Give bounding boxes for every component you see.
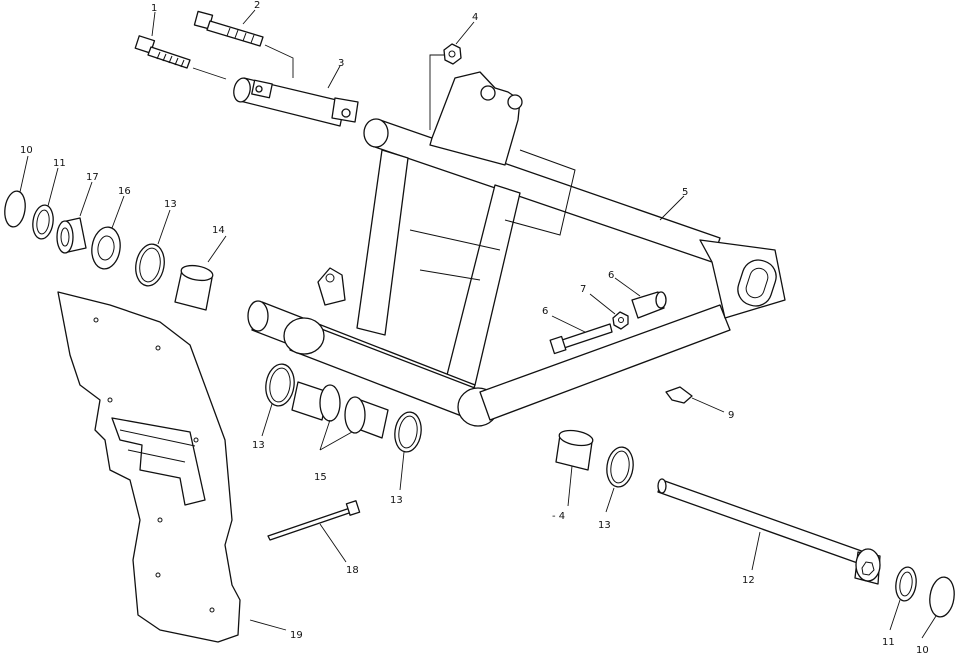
callout-2: 2 [254, 0, 260, 11]
callout-14-left: 14 [212, 225, 225, 236]
part-11-ring-left [32, 167, 59, 240]
callout-6-lower: 6 [542, 306, 548, 317]
part-7-nut [589, 293, 629, 330]
part-9-clip [665, 386, 725, 413]
callout-7: 7 [580, 284, 586, 295]
callout-10-left: 10 [20, 145, 33, 156]
part-2-bolt [193, 9, 294, 78]
callout-13-right: 13 [598, 520, 611, 531]
part-19-mud-flap [57, 291, 287, 643]
part-11-ring-right [889, 566, 917, 631]
part-14-bushing-right [555, 429, 594, 507]
callout-9: 9 [728, 410, 734, 421]
part-14-bushing-left [174, 235, 227, 311]
part-8-bolt [549, 315, 613, 355]
callout-13-upper-left: 13 [164, 199, 177, 210]
callout-16: 16 [118, 186, 131, 197]
part-16-washer [91, 195, 125, 270]
callout-13-center-right: 13 [390, 495, 403, 506]
part-4-nut [429, 21, 475, 130]
callout-14-right: - 4 [552, 511, 565, 522]
callout-13-center-left: 13 [252, 440, 265, 451]
callout-19: 19 [290, 630, 303, 641]
part-3-shock [233, 65, 359, 127]
part-13-ring-upper-left [135, 209, 171, 287]
callout-15: 15 [314, 472, 327, 483]
callout-3: 3 [338, 58, 344, 69]
part-13-ring-right [605, 446, 634, 513]
callout-12: 12 [742, 575, 755, 586]
part-12-axle [657, 478, 881, 585]
callout-6-upper: 6 [608, 270, 614, 281]
callout-5: 5 [682, 187, 688, 198]
part-15-bushing-left [291, 381, 341, 422]
callout-1: 1 [151, 3, 157, 14]
part-6-spacer [614, 277, 667, 319]
part-17-bearing [56, 181, 93, 254]
callout-18: 18 [346, 565, 359, 576]
callout-11-left: 11 [53, 158, 66, 169]
callout-17: 17 [86, 172, 99, 183]
part-18-cable-tie [267, 500, 361, 563]
callout-11-right: 11 [882, 637, 895, 648]
part-10-cap-left [4, 155, 29, 228]
part-15-bushing-right [319, 396, 389, 451]
part-13-ring-center-right [394, 411, 422, 491]
callout-10-right: 10 [916, 645, 929, 656]
part-5-swingarm [247, 71, 786, 427]
callout-4: 4 [472, 12, 478, 23]
part-13-ring-center-left [261, 363, 295, 437]
part-1-bolt [134, 11, 227, 80]
part-10-cap-right [921, 576, 955, 639]
